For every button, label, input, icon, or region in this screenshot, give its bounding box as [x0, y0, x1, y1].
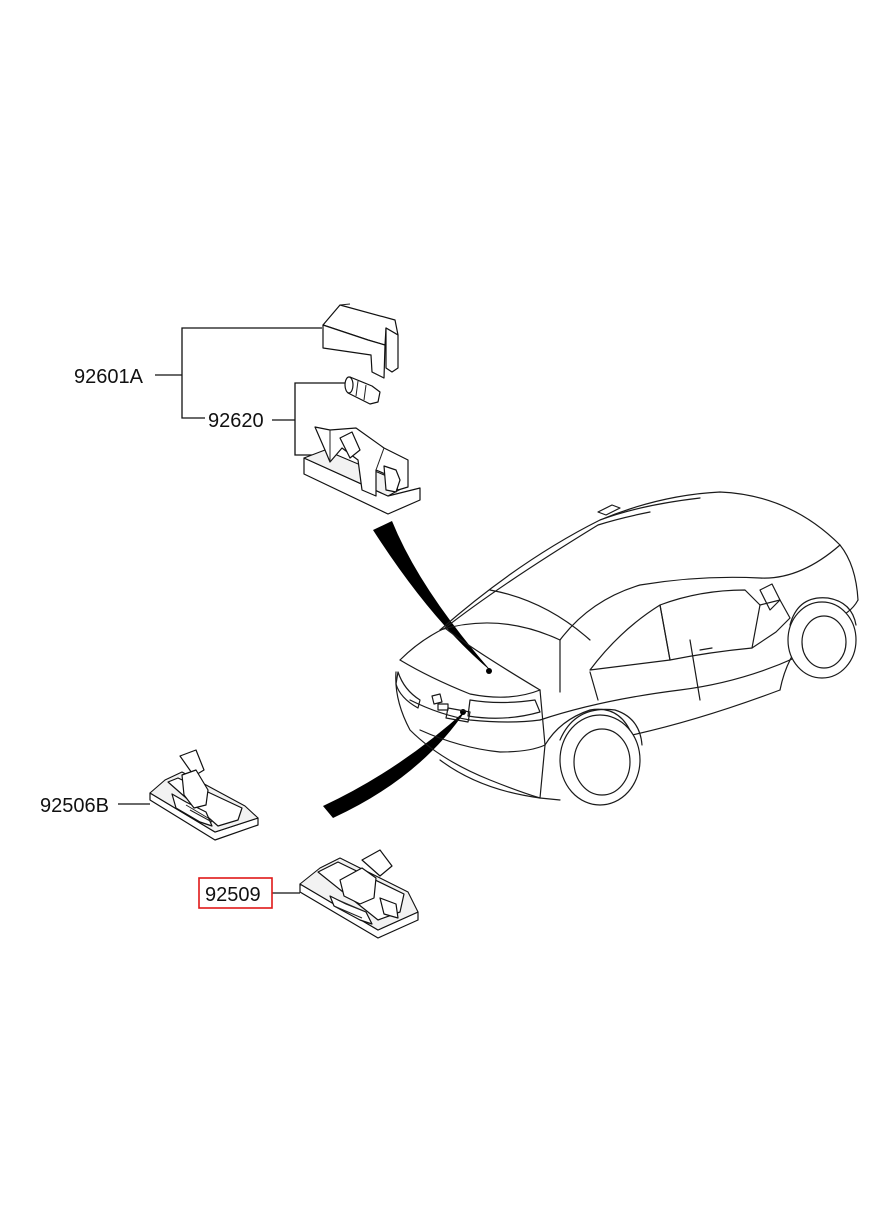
- leader-92620: [294, 382, 350, 456]
- label-92509[interactable]: 92509: [205, 884, 261, 906]
- label-92601A[interactable]: 92601A: [74, 366, 144, 388]
- pointer-lower: [323, 710, 466, 818]
- pointer-arrows: [323, 521, 492, 818]
- part-lamp-housing[interactable]: [303, 426, 421, 515]
- part-license-lamp-92509[interactable]: [299, 849, 419, 939]
- part-labels: 92601A 92620 92506B 92509: [40, 366, 273, 909]
- part-cover[interactable]: [322, 303, 399, 379]
- highlight-box-92509: [198, 877, 273, 909]
- part-license-lamp-92506b[interactable]: [149, 749, 259, 841]
- car-illustration: [395, 491, 859, 806]
- label-92506B[interactable]: 92506B: [40, 795, 109, 817]
- leader-lines: [118, 327, 350, 894]
- front-wheel: [787, 601, 857, 679]
- pointer-upper: [373, 521, 492, 672]
- part-bulb[interactable]: [344, 376, 381, 405]
- label-92620[interactable]: 92620: [208, 410, 264, 432]
- pointer-upper-dot: [486, 668, 492, 674]
- leader-92601A: [181, 327, 322, 419]
